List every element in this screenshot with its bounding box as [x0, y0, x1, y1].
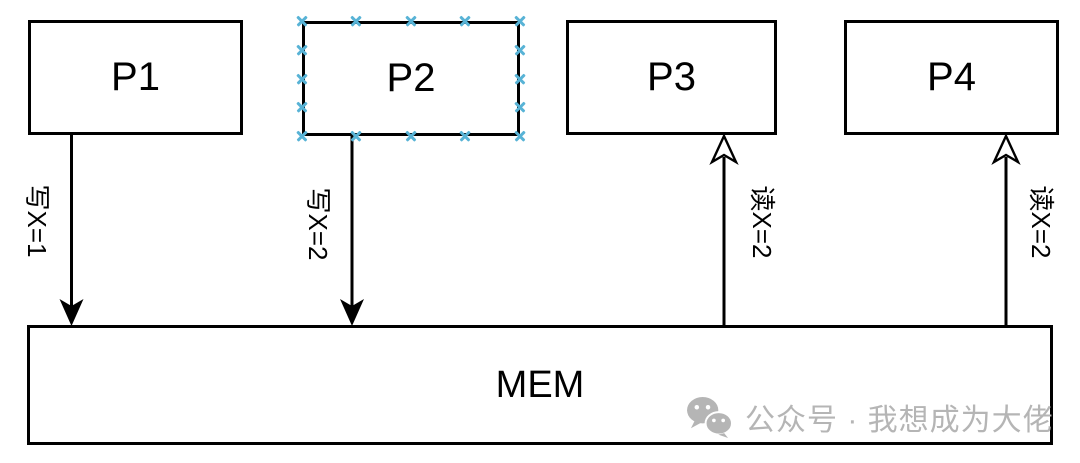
watermark: 公众号 · 我想成为大佬 [686, 395, 1054, 439]
node-p3[interactable]: P3 [566, 20, 777, 135]
edge-p1-mem[interactable] [59, 135, 84, 326]
connection-point-icon[interactable] [514, 44, 526, 56]
node-p1-label: P1 [111, 55, 160, 99]
edge-label-read-x2-p3: 读X=2 [747, 185, 777, 259]
node-p1[interactable]: P1 [28, 20, 243, 135]
edge-label-write-x2: 写X=2 [303, 187, 333, 261]
edge-label-read-x2-p4: 读X=2 [1026, 185, 1056, 259]
connection-point-icon[interactable] [296, 73, 308, 85]
node-mem[interactable]: MEM [27, 325, 1053, 445]
node-p4-label: P4 [927, 55, 976, 99]
connection-point-icon[interactable] [296, 44, 308, 56]
node-mem-label: MEM [495, 363, 585, 406]
edge-mem-p4[interactable] [991, 133, 1021, 325]
watermark-text: 公众号 · 我想成为大佬 [745, 404, 1054, 437]
connection-point-icon[interactable] [405, 15, 417, 27]
connection-point-icon[interactable] [514, 73, 526, 85]
connection-point-icon[interactable] [296, 130, 308, 142]
node-p3-label: P3 [647, 55, 696, 99]
edge-p2-mem[interactable] [340, 136, 364, 326]
wechat-icon [687, 396, 733, 438]
node-p4[interactable]: P4 [844, 20, 1059, 135]
connection-point-icon[interactable] [514, 15, 526, 27]
connection-point-icon[interactable] [350, 130, 362, 142]
node-p2-label: P2 [386, 56, 436, 100]
node-p2-selected[interactable]: P2 [302, 21, 520, 136]
connection-point-icon[interactable] [296, 101, 308, 113]
connection-point-icon[interactable] [350, 15, 362, 27]
connection-point-icon[interactable] [514, 101, 526, 113]
edge-label-write-x1: 写X=1 [22, 184, 52, 258]
connection-point-icon[interactable] [514, 130, 526, 142]
arrowhead-up-open-icon [709, 133, 739, 165]
connection-point-icon[interactable] [296, 15, 308, 27]
connection-point-icon[interactable] [459, 15, 471, 27]
arrowhead-up-open-icon [991, 133, 1021, 165]
edge-mem-p3[interactable] [709, 133, 739, 325]
connection-point-icon[interactable] [405, 130, 417, 142]
arrowhead-down-filled-icon [340, 299, 364, 326]
connection-point-icon[interactable] [459, 130, 471, 142]
arrowhead-down-filled-icon [59, 299, 84, 326]
